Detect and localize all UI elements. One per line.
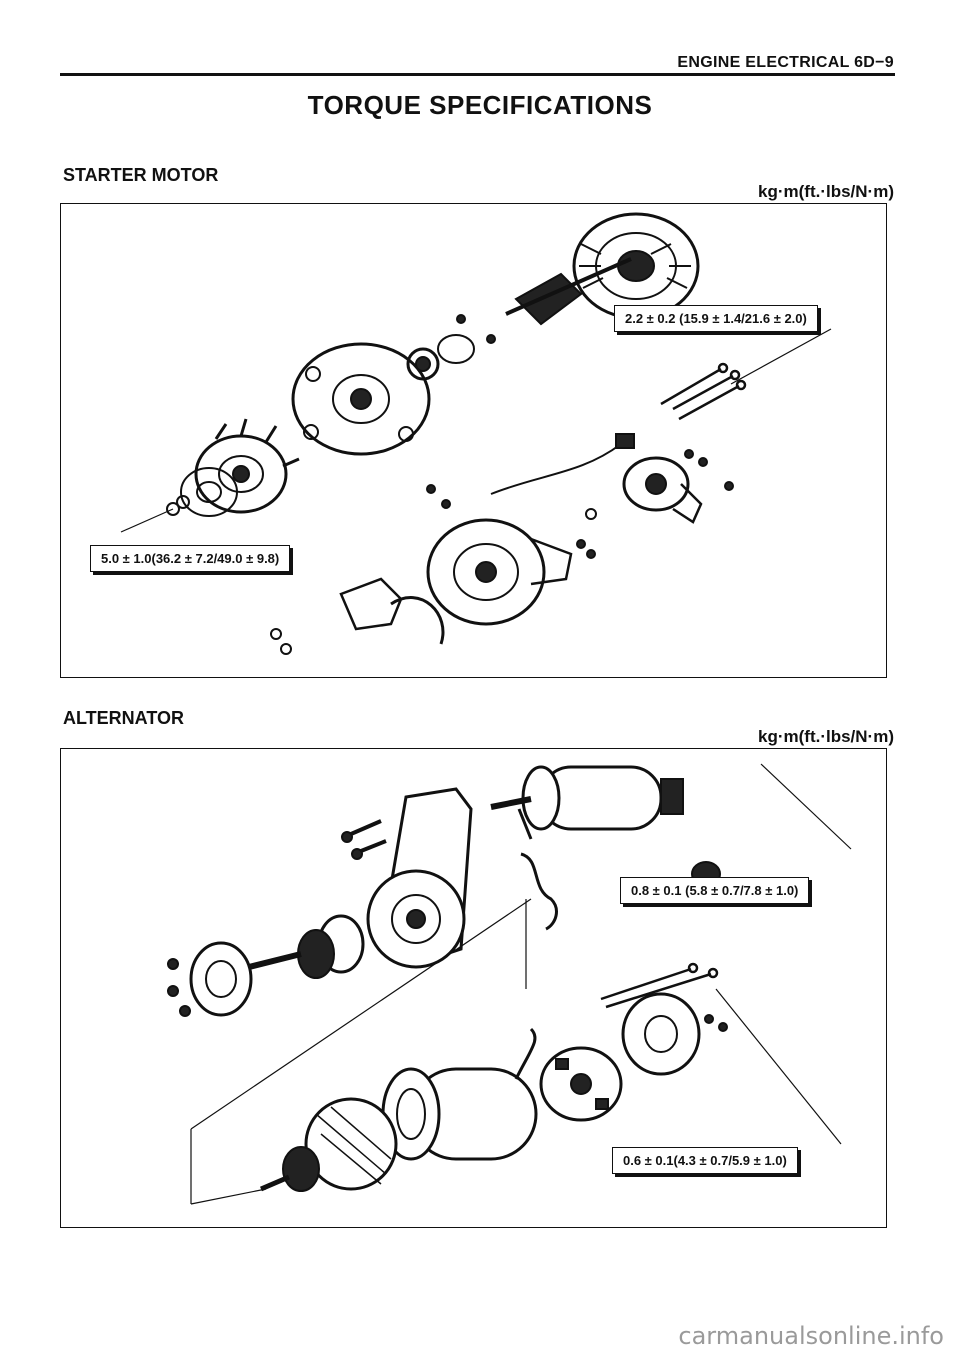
drive-housing-icon [366,787,473,969]
solenoid-icon [490,765,684,831]
torque-callout-1: 2.2 ± 0.2 (15.9 ± 1.4/21.6 ± 2.0) [614,305,818,332]
exploded-diagram-starter-parts [167,763,852,1205]
torque-callout-4: 0.6 ± 0.1(4.3 ± 0.7/5.9 ± 1.0) [612,1147,798,1174]
through-bolts-icon [660,362,747,421]
diagram-panel-alternator [60,748,887,1228]
page-title: TORQUE SPECIFICATIONS [307,90,653,120]
header-rule [60,73,895,76]
watermark: carmanualsonline.info [678,1322,944,1350]
fan-pulley-icon [166,418,300,517]
section-label-alternator: ALTERNATOR [63,708,184,728]
armature-icon [260,1097,398,1192]
rotor-icon [505,257,632,326]
regulator-icon [622,456,703,524]
exploded-diagram-alternator-parts [120,212,832,655]
section-label-starter-motor: STARTER MOTOR [63,165,219,185]
planetary-cover-icon [189,941,253,1017]
header-section: ENGINE ELECTRICAL 6D−9 [677,54,894,71]
front-housing-icon [291,342,431,456]
yoke-icon [381,1027,538,1161]
rear-housing-icon [426,518,573,626]
unit-label-starter-motor: kg·m(ft.·lbs/N·m) [758,182,894,201]
through-bolts-icon [600,962,719,1009]
rear-cover-icon [572,212,700,320]
torque-callout-2: 5.0 ± 1.0(36.2 ± 7.2/49.0 ± 9.8) [90,545,291,572]
brush-holder-icon [539,1046,623,1122]
unit-label-alternator: kg·m(ft.·lbs/N·m) [758,727,894,746]
end-frame-icon [621,992,701,1076]
torque-callout-3: 0.8 ± 0.1 (5.8 ± 0.7/7.8 ± 1.0) [620,877,810,904]
diagram-panel-starter-motor [60,203,887,678]
